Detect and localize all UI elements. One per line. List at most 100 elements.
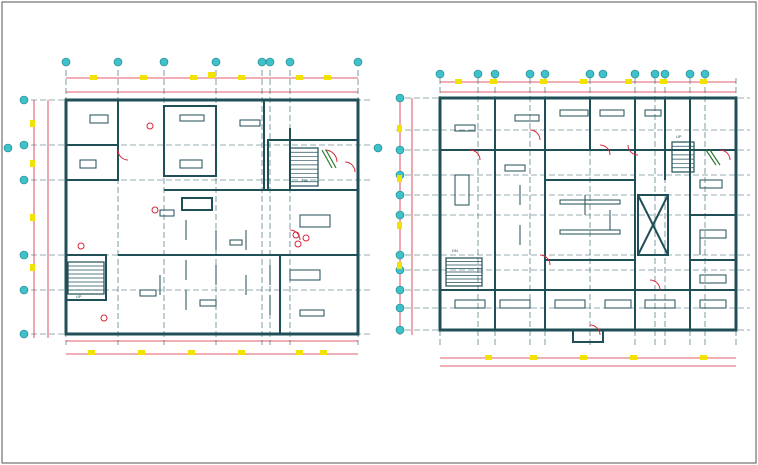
fixture-block xyxy=(289,269,321,281)
light-fixture-icon xyxy=(77,242,85,250)
grid-bubble-icon xyxy=(395,145,405,155)
grid-bubble-icon xyxy=(660,69,670,79)
right-dimensions xyxy=(399,81,736,367)
fixture-block xyxy=(299,309,325,317)
grid-bubble-icon xyxy=(353,57,363,67)
stair-outline xyxy=(671,141,695,173)
fixture-block xyxy=(179,114,205,122)
fixture-block xyxy=(199,299,217,307)
stair-outline xyxy=(289,147,319,187)
dimension-tag xyxy=(188,350,195,355)
grid-bubbles xyxy=(3,57,710,339)
dimension-tag xyxy=(140,75,147,80)
fixture-block xyxy=(454,174,470,206)
grid-bubble-icon xyxy=(395,210,405,220)
stair-label: DN xyxy=(302,178,308,183)
dimension-tag xyxy=(190,75,197,80)
stair-outline xyxy=(67,261,105,295)
dimension-tag xyxy=(296,350,303,355)
grid-bubble-icon xyxy=(61,57,71,67)
dimension-tag xyxy=(397,125,402,132)
dimension-tag xyxy=(30,160,35,167)
dimension-tag xyxy=(320,350,327,355)
dimension-tag xyxy=(238,75,245,80)
right-interior-walls xyxy=(440,98,736,343)
fixture-block xyxy=(504,164,526,172)
fixture-block xyxy=(644,299,676,309)
dimension-tag xyxy=(580,79,587,84)
dimension-tag xyxy=(296,75,303,80)
left-grid-lines xyxy=(22,70,372,345)
grid-bubble-icon xyxy=(650,69,660,79)
grid-bubble-icon xyxy=(113,57,123,67)
dimension-tag xyxy=(700,79,707,84)
grid-bubble-icon xyxy=(257,57,267,67)
left-fixtures xyxy=(77,114,331,322)
dimension-tag xyxy=(485,355,492,360)
left-interior-walls xyxy=(65,100,359,334)
fixture-block xyxy=(699,179,723,189)
light-fixture-icon xyxy=(302,234,310,242)
grid-bubble-icon xyxy=(685,69,695,79)
grid-bubble-icon xyxy=(585,69,595,79)
dimension-tag xyxy=(660,79,667,84)
left-stair-hatch xyxy=(321,149,337,169)
grid-bubble-icon xyxy=(435,69,445,79)
fixture-block xyxy=(229,239,243,246)
grid-bubble-icon xyxy=(19,95,29,105)
dimension-tag xyxy=(630,355,637,360)
fixture-block xyxy=(514,114,540,122)
grid-bubble-icon xyxy=(3,143,13,153)
dimension-tag xyxy=(138,350,145,355)
grid-bubble-icon xyxy=(265,57,275,67)
fixture-block xyxy=(499,299,531,309)
grid-bubble-icon xyxy=(395,250,405,260)
grid-bubble-icon xyxy=(630,69,640,79)
grid-bubble-icon xyxy=(395,285,405,295)
fixture-block xyxy=(604,299,632,309)
light-fixture-icon xyxy=(151,206,159,214)
dimension-tag xyxy=(490,79,497,84)
dimension-tag xyxy=(455,79,462,84)
grid-bubble-icon xyxy=(540,69,550,79)
right-stair-hatch xyxy=(705,149,721,166)
dimension-tag xyxy=(324,75,331,80)
grid-bubble-icon xyxy=(395,303,405,313)
fixture-block xyxy=(699,274,727,284)
light-fixture-icon xyxy=(100,314,108,322)
fixture-block xyxy=(644,109,662,117)
grid-bubble-icon xyxy=(211,57,221,67)
fixture-block xyxy=(454,124,476,132)
fixture-block xyxy=(699,299,727,309)
fixture-block xyxy=(239,119,261,127)
dimension-tag xyxy=(700,355,707,360)
dimension-tag xyxy=(30,214,35,221)
dimension-tag xyxy=(530,355,537,360)
grid-bubble-icon xyxy=(490,69,500,79)
right-stair-left xyxy=(445,257,483,287)
stair-label: DN xyxy=(452,248,458,253)
dimension-tag xyxy=(580,355,587,360)
dimension-tag xyxy=(540,79,547,84)
left-outer-wall xyxy=(64,98,360,336)
stair-outline xyxy=(445,257,483,287)
grid-bubble-icon xyxy=(395,190,405,200)
fixture-block xyxy=(699,229,727,239)
grid-bubble-icon xyxy=(19,250,29,260)
dimension-tag xyxy=(30,120,35,127)
light-fixture-icon xyxy=(294,240,302,248)
fixture-block xyxy=(559,229,621,235)
fixture-block xyxy=(599,109,625,117)
dimension-tag xyxy=(30,264,35,271)
right-grid-lines xyxy=(396,78,750,345)
grid-bubble-icon xyxy=(159,57,169,67)
left-floor-plan xyxy=(22,70,372,355)
dimension-tag xyxy=(208,72,216,78)
right-door-swings xyxy=(469,129,731,336)
fixture-block xyxy=(454,299,486,309)
fixture-block xyxy=(159,209,175,217)
dimension-tag xyxy=(90,75,97,80)
